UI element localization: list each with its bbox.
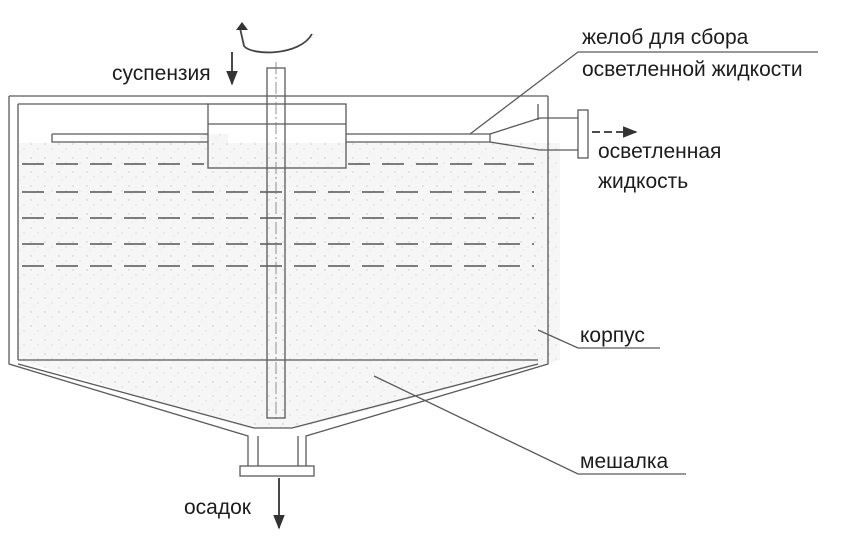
rotation-arrow-icon (239, 27, 313, 54)
label-housing: корпус (580, 324, 645, 347)
tank-inner-wall (17, 103, 539, 360)
outlet-flange (239, 465, 315, 477)
label-trough-line1: желоб для сбора (582, 26, 749, 49)
leader-housing (537, 329, 660, 349)
discharge-flange (577, 109, 589, 159)
label-suspension: суспензия (112, 62, 211, 85)
label-sediment: осадок (184, 496, 252, 519)
trough-ledge (51, 133, 491, 143)
cone-fill (18, 360, 560, 428)
label-stirrer: мешалка (580, 450, 669, 473)
leader-trough (469, 51, 818, 135)
discharge-pipe (489, 117, 578, 151)
feed-well (207, 103, 347, 169)
tank-fill (18, 134, 560, 360)
label-clarified-line2: жидкость (598, 170, 688, 193)
rotation-arrowhead (236, 22, 248, 30)
label-clarified-line1: осветленная (598, 140, 721, 163)
label-trough-line2: осветленной жидкости (582, 58, 803, 81)
tank-housing (8, 95, 549, 466)
leader-stirrer (373, 375, 686, 475)
